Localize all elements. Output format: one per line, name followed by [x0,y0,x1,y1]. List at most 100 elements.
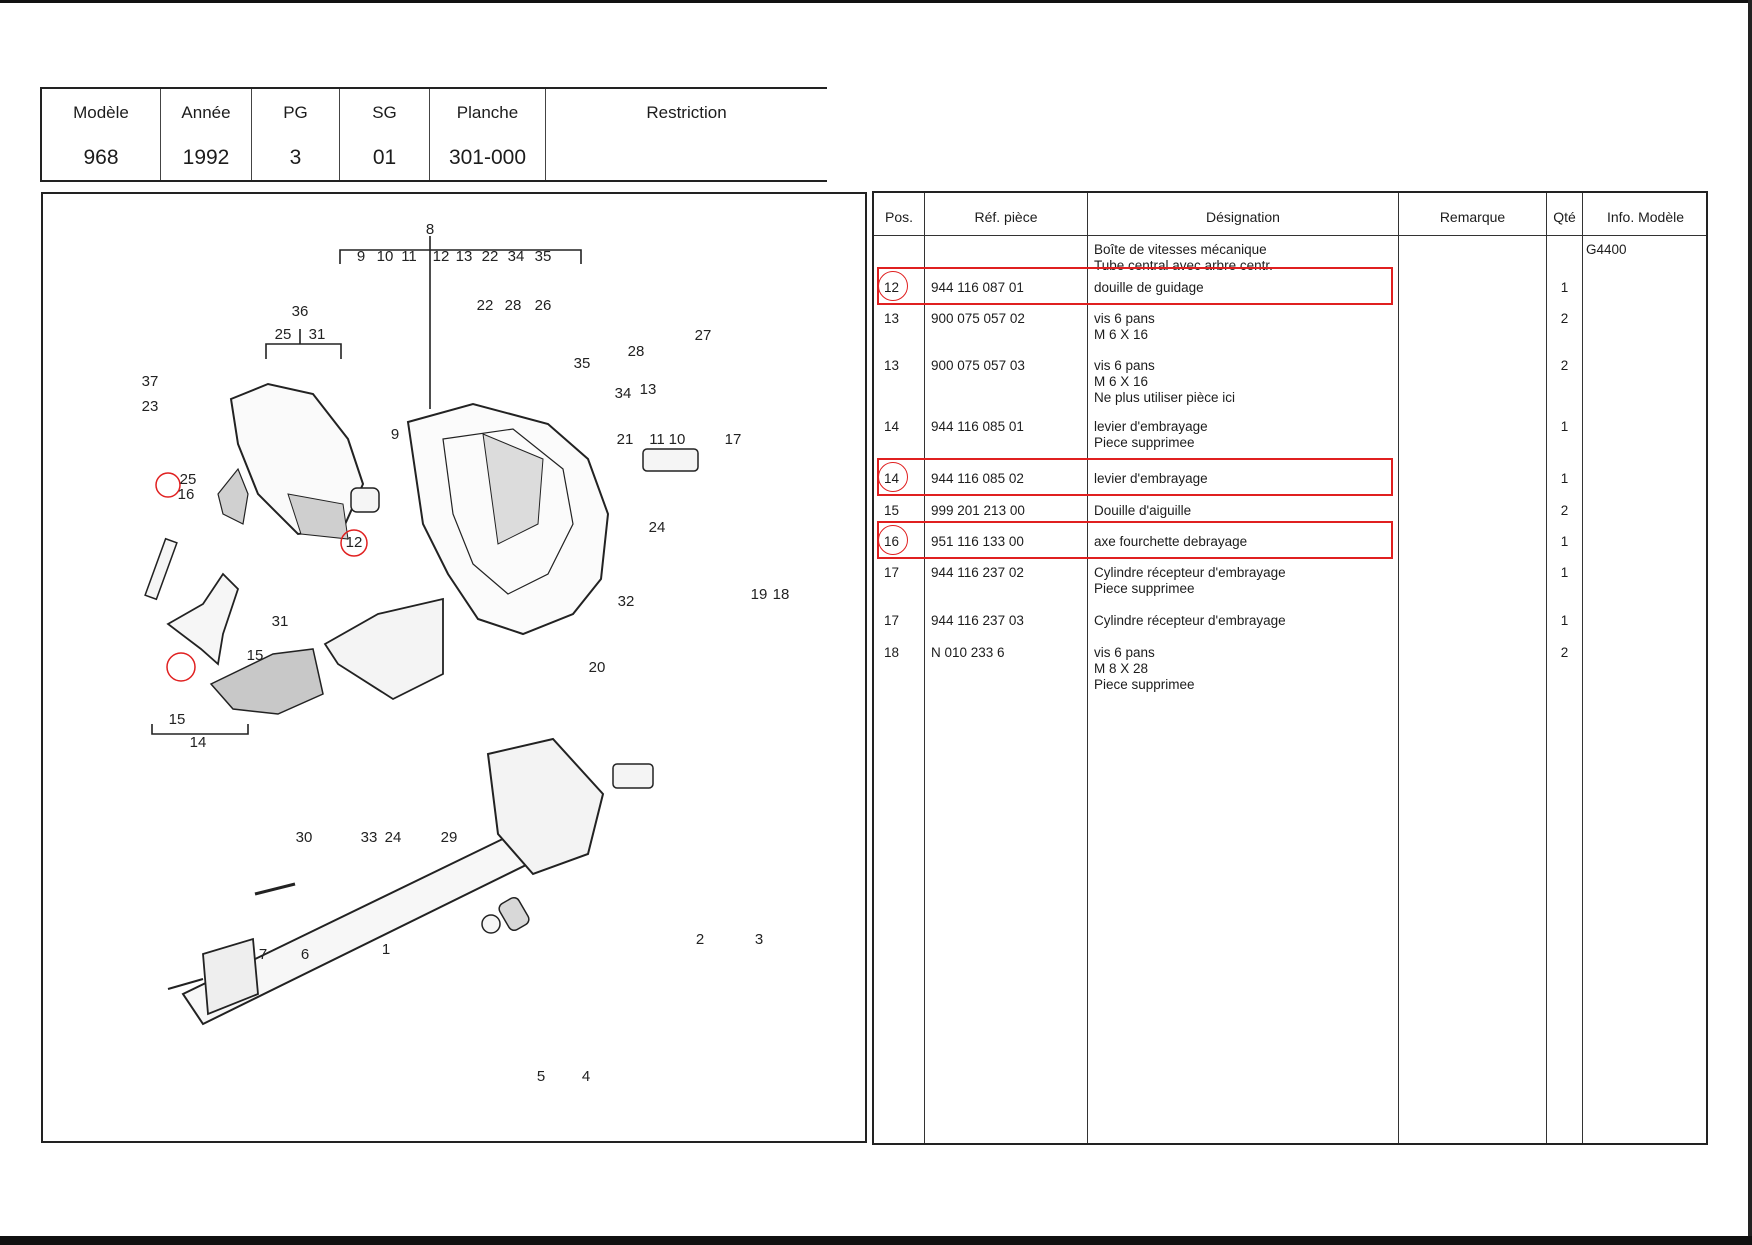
row-designation-line: Piece supprimee [1094,677,1195,692]
callout-label: 6 [301,946,309,963]
row-qty: 2 [1560,358,1569,373]
header-col-planche: Planche 301-000 [430,89,546,180]
callout-label: 35 [574,355,591,372]
catalog-header-table: Modèle 968 Année 1992 PG 3 SG 01 Planche… [40,87,827,182]
row-pos: 14 [884,419,900,434]
callout-label: 34 [508,248,525,265]
col-header-designation: Désignation [1206,209,1280,225]
header-label: SG [372,103,397,122]
bracket-36 [265,343,342,359]
row-highlight-circle [878,271,908,301]
row-designation-line: levier d'embrayage [1094,419,1208,434]
row-designation-line: vis 6 pans [1094,645,1155,660]
scan-bottom-border [0,1236,1752,1245]
callout-label: 11 [401,248,417,265]
callout-label: 7 [259,946,267,963]
scan-top-border [0,0,1752,3]
callout-label: 18 [773,586,790,603]
row-designation-line: Douille d'aiguille [1094,503,1192,518]
callout-label: 14 [190,734,207,751]
clutch-lever-drawing [166,572,240,666]
callout-label: 15 [169,711,186,728]
row-qty: 1 [1560,565,1569,580]
row-highlight-circle [878,525,908,555]
row-qty: 1 [1560,471,1569,486]
row-ref: 900 075 057 03 [931,358,1025,373]
row-designation-line: Piece supprimee [1094,435,1195,450]
row-ref: N 010 233 6 [931,645,1005,660]
group-info: G4400 [1586,242,1627,257]
row-highlight-box [877,521,1393,559]
parts-list-table: Pos. Réf. pièce Désignation Remarque Qté… [872,191,1708,1145]
callout-label: 21 [617,431,634,448]
header-col-restriction: Restriction [546,89,827,180]
row-designation-line: Cylindre récepteur d'embrayage [1094,565,1286,580]
row-ref: 900 075 057 02 [931,311,1025,326]
row-ref: 999 201 213 00 [931,503,1025,518]
callout-label: 23 [142,398,159,415]
header-value: 1992 [182,146,230,169]
row-pos: 17 [884,613,900,628]
row-designation-line: levier d'embrayage [1094,471,1208,486]
header-col-sg: SG 01 [340,89,430,180]
callout-label: 10 [669,431,686,448]
row-pos: 13 [884,311,900,326]
row-ref: 951 116 133 00 [931,534,1024,549]
header-col-pg: PG 3 [252,89,340,180]
callout-label: 16 [178,486,195,503]
callout-label: 5 [537,1068,545,1085]
row-designation-line: Piece supprimee [1094,581,1195,596]
callout-label: 25 [180,471,197,488]
bracket-14 [151,724,249,735]
row-ref: 944 116 237 02 [931,565,1024,580]
header-value: 301-000 [448,146,527,169]
highlight-circle-12 [340,529,368,557]
callout-label: 3 [755,931,763,948]
callout-label: 28 [628,343,645,360]
row-designation-line: M 6 X 16 [1094,327,1149,342]
row-qty: 1 [1560,419,1569,434]
callout-label: 20 [589,659,606,676]
callout-label: 28 [505,297,522,314]
callout-label: 33 [361,829,378,846]
callout-label: 35 [535,248,552,265]
shield-29-drawing [323,597,444,701]
row-highlight-circle [878,462,908,492]
row-pos: 13 [884,358,900,373]
row-highlight-box [877,458,1393,496]
highlight-circle-14 [166,652,196,682]
callout-label: 17 [725,431,742,448]
row-ref: 944 116 085 01 [931,419,1024,434]
col-header-pos: Pos. [884,209,913,225]
callout-label: 31 [309,326,326,343]
row-designation-line: vis 6 pans [1094,358,1155,373]
col-header-qty: Qté [1553,209,1576,225]
bracket-8 [339,249,582,264]
callout-label: 13 [640,381,657,398]
guide-sleeve-drawing [350,487,380,513]
header-label: Planche [456,103,519,122]
callout-label: 12 [433,248,450,265]
callout-label: 27 [695,327,712,344]
row-designation-line: axe fourchette debrayage [1094,534,1248,549]
header-col-modele: Modèle 968 [42,89,161,180]
header-label: Modèle [73,103,129,122]
row-ref: 944 116 085 02 [931,471,1024,486]
callout-label: 13 [456,248,473,265]
callout-label: 19 [751,586,768,603]
row-ref: 944 116 087 01 [931,280,1024,295]
group-line: Boîte de vitesses mécanique [1094,242,1267,257]
row-designation-line: Cylindre récepteur d'embrayage [1094,613,1286,628]
callout-label: 30 [296,829,313,846]
row-pos: 18 [884,645,900,660]
header-value: 968 [83,146,119,169]
row-designation-line: vis 6 pans [1094,311,1155,326]
row-designation-line: douille de guidage [1094,280,1204,295]
callout-label: 36 [292,303,309,320]
callout-label: 12 [346,534,363,551]
header-label: Année [181,103,231,122]
callout-label: 10 [377,248,394,265]
callout-label: 11 [649,431,665,448]
